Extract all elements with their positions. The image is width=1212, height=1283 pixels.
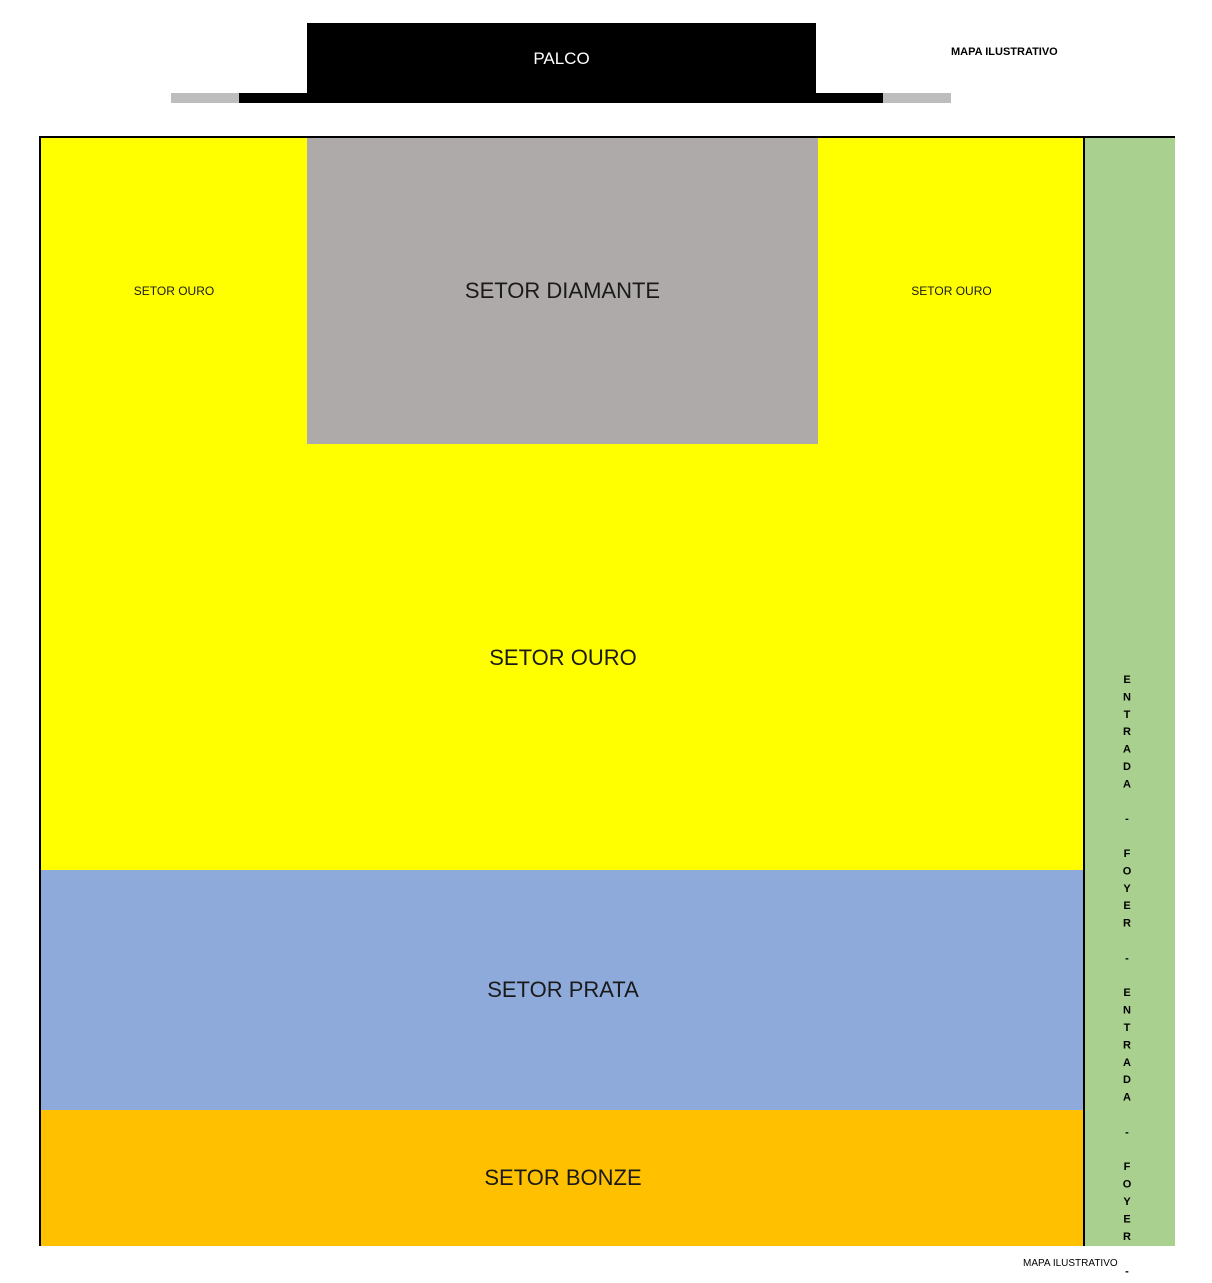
entrance-foyer-strip: ENTRADA - FOYER - ENTRADA - FOYER - <box>1083 138 1175 1283</box>
sector-ouro-right[interactable]: SETOR OURO <box>818 138 1085 444</box>
stage-label: PALCO <box>533 49 590 68</box>
sector-bronze[interactable]: SETOR BONZE <box>41 1110 1085 1246</box>
sector-label: SETOR OURO <box>911 284 992 298</box>
sector-label: SETOR BONZE <box>484 1165 642 1190</box>
stage-base <box>239 93 883 103</box>
stage-wing-left <box>171 93 239 103</box>
sector-label: SETOR OURO <box>133 284 215 298</box>
sector-label: SETOR DIAMANTE <box>464 278 661 303</box>
sector-prata[interactable]: SETOR PRATA <box>41 870 1085 1110</box>
entrance-foyer-label: ENTRADA - FOYER - ENTRADA - FOYER - <box>1121 674 1133 1283</box>
venue-map: SETOR OURO SETOR DIAMANTE SETOR OURO SET… <box>39 136 1175 1283</box>
sector-label: SETOR PRATA <box>487 977 639 1002</box>
sector-label: SETOR OURO <box>489 645 637 670</box>
stage: PALCO <box>307 23 816 95</box>
stage-wing-right <box>883 93 951 103</box>
sector-ouro[interactable]: SETOR OURO <box>41 444 1085 872</box>
illustrative-map-note-bottom: MAPA ILUSTRATIVO <box>1023 1258 1118 1269</box>
sector-ouro-left[interactable]: SETOR OURO <box>41 138 307 444</box>
sector-diamante[interactable]: SETOR DIAMANTE <box>307 138 818 444</box>
illustrative-map-note-top: MAPA ILUSTRATIVO <box>951 46 1058 58</box>
